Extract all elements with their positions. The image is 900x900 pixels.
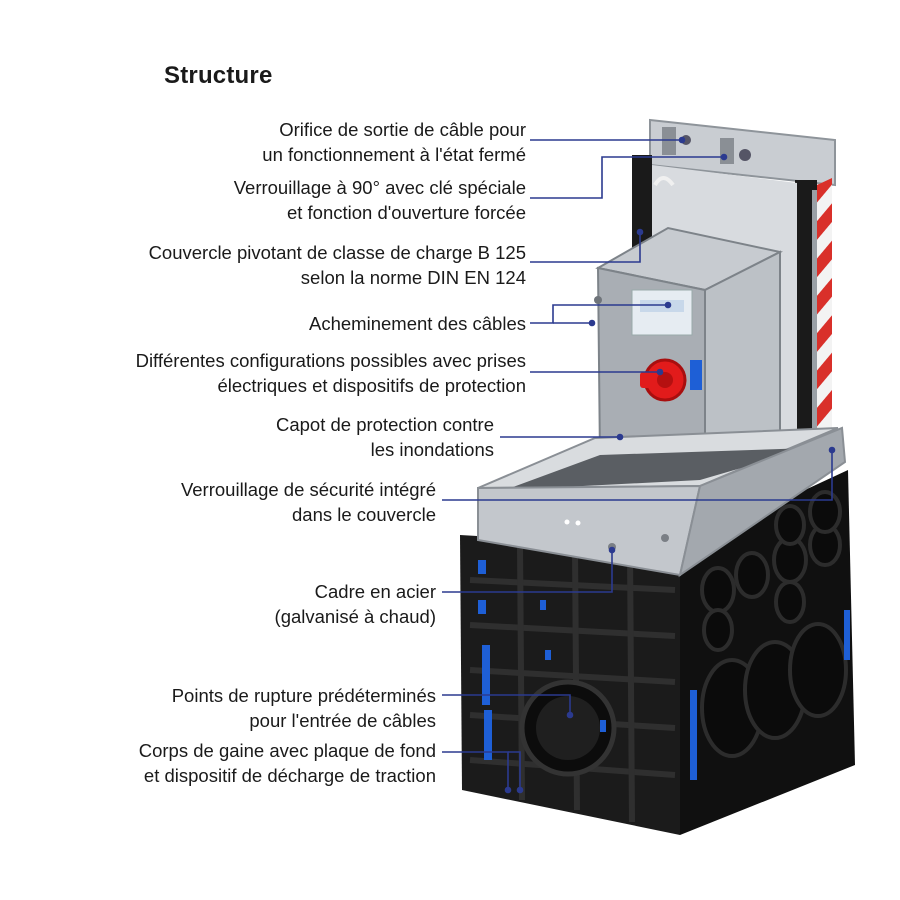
label-cable-exit: Orifice de sortie de câble pour un fonct… [262,117,526,167]
label-steel-frame: Cadre en acier (galvanisé à chaud) [275,579,436,629]
label-knockouts: Points de rupture prédéterminés pour l'e… [172,683,436,733]
label-shaft-body: Corps de gaine avec plaque de fond et di… [139,738,436,788]
label-safety-lock: Verrouillage de sécurité intégré dans le… [181,477,436,527]
label-pivoting-cover: Couvercle pivotant de classe de charge B… [149,240,526,290]
diagram-title: Structure [164,62,273,90]
label-flood-hood: Capot de protection contre les inondatio… [276,412,494,462]
label-90-lock: Verrouillage à 90° avec clé spéciale et … [234,175,526,225]
label-configurations: Différentes configurations possibles ave… [136,348,526,398]
label-cable-routing: Acheminement des câbles [309,311,526,336]
